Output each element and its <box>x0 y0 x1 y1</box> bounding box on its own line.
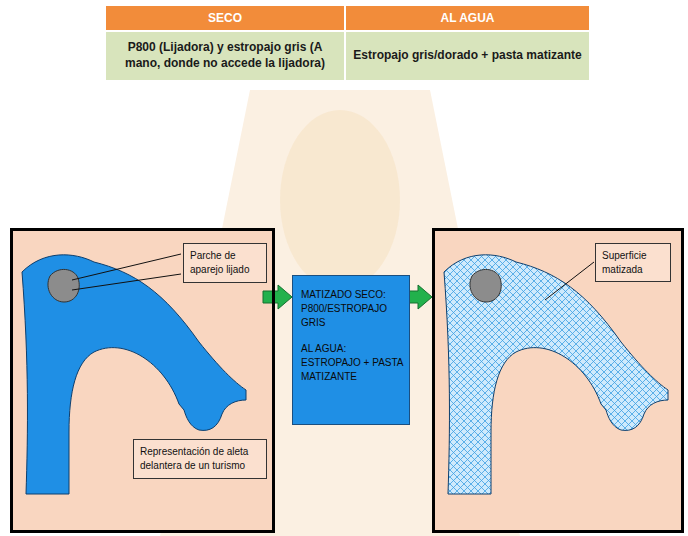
table-cell: P800 (Lijadora) y estropajo gris (A mano… <box>105 31 345 81</box>
table-header: AL AGUA <box>345 5 590 31</box>
node-text: AL AGUA: ESTROPAJO + PASTA MATIZANTE <box>301 342 403 384</box>
table-cell: Estropajo gris/dorado + pasta matizante <box>345 31 590 81</box>
fender-drawing <box>444 255 668 494</box>
watermark <box>280 110 400 290</box>
leader-line <box>545 262 594 300</box>
node-text: Parche de aparejo lijado <box>190 249 260 276</box>
callout-box: Superficie matizada <box>595 243 671 282</box>
process-box: MATIZADO SECO: P800/ESTROPAJO GRIS AL AGU… <box>292 275 410 425</box>
leader-line <box>72 274 181 290</box>
table-header: SECO <box>105 5 345 31</box>
node-text: Superficie matizada <box>602 249 664 276</box>
cell-text: P800 (Lijadora) y estropajo gris (A mano… <box>112 40 338 71</box>
flow-arrow <box>263 285 292 309</box>
sanded-patch <box>48 269 79 302</box>
callout-box: Parche de aparejo lijado <box>183 243 267 283</box>
panel-ground <box>432 228 684 533</box>
callout-box: Representación de aleta delantera de un … <box>133 439 267 479</box>
sanded-patch <box>470 269 501 302</box>
illustration-panel: Parche de aparejo lijadoRepresentación d… <box>10 228 275 533</box>
illustration-panel: Superficie matizada <box>432 228 684 533</box>
cell-text: AL AGUA <box>441 11 495 25</box>
node-text: MATIZADO SECO: P800/ESTROPAJO GRIS <box>301 288 403 330</box>
panel-ground <box>10 228 275 533</box>
cell-text: Estropajo gris/dorado + pasta matizante <box>353 48 581 64</box>
cell-text: SECO <box>208 11 242 25</box>
node-text: Representación de aleta delantera de un … <box>140 445 260 472</box>
